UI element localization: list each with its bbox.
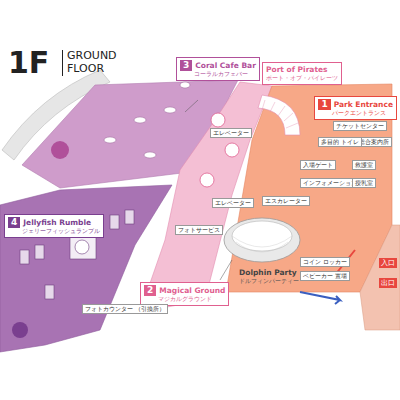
area-name: Magical Ground: [159, 286, 225, 296]
facility-label: エレベーター: [212, 198, 254, 208]
area-name: Coral Cafe Bar: [195, 61, 256, 71]
zone-icon: [200, 173, 214, 187]
area-name-ja: ジェリーフィッシュランブル: [8, 228, 100, 235]
jellyfish-zone: [0, 185, 172, 352]
label-row: 2Magical Ground: [144, 285, 225, 296]
facility-label: エレベーター: [210, 128, 252, 138]
dolphin-stage: [224, 218, 300, 262]
zone-icon: [12, 322, 28, 338]
area-label: Dolphin Partyドルフィンパーティー: [236, 266, 302, 287]
facility-label: ベビーカー 置場: [300, 271, 350, 281]
floor-name: GROUND: [62, 50, 117, 63]
area-label: 4Jellyfish Rumbleジェリーフィッシュランブル: [4, 214, 104, 238]
facility-label: フォトサービス: [175, 225, 223, 235]
label-row: Port of Pirates: [266, 65, 338, 75]
facility-label: エスカレーター: [262, 196, 310, 206]
area-name: Port of Pirates: [266, 65, 328, 75]
facility-label: コイン ロッカー: [300, 257, 350, 267]
facility-label: チケットセンター: [333, 121, 387, 131]
area-label: 1 Park Entranceパークエントランス: [314, 96, 397, 120]
label-row: Dolphin Party: [239, 268, 299, 278]
callout-number: 3: [180, 60, 192, 71]
facility-label: 入場ゲート: [300, 160, 336, 170]
pirates-stairs: [258, 95, 300, 135]
zone-icon: [51, 141, 69, 159]
floor-name: FLOOR: [62, 63, 104, 76]
floor-number: 1F: [8, 46, 49, 81]
area-label: 3Coral Cafe Barコーラルカフェバー: [176, 57, 260, 81]
facility-label: 救護室: [352, 160, 376, 170]
jellyfish-tanks: [20, 210, 134, 299]
area-name: Park Entrance: [334, 100, 393, 110]
area-name-ja: マジカルグラウンド: [144, 296, 225, 303]
callout-number: 4: [8, 217, 20, 228]
callout-number: 1: [318, 99, 330, 110]
label-row: 4Jellyfish Rumble: [8, 217, 100, 228]
callout-number: 2: [144, 285, 156, 296]
label-row: 1 Park Entrance: [318, 99, 393, 110]
area-name-ja: ポート・オブ・パイレーツ: [266, 75, 338, 82]
facility-label: 多目的 トイレ: [318, 137, 362, 147]
facility-label: 授乳室: [352, 178, 376, 188]
area-name-ja: コーラルカフェバー: [180, 71, 256, 78]
entrance-building: [360, 225, 400, 330]
facility-label: フォトカウンター （引換所）: [82, 304, 168, 314]
label-row: 3Coral Cafe Bar: [180, 60, 256, 71]
facility-label: インフォメーション: [300, 178, 360, 188]
area-name: Jellyfish Rumble: [23, 218, 91, 228]
area-label: 2Magical Groundマジカルグラウンド: [140, 282, 229, 306]
exit-arrow: [300, 292, 340, 304]
area-name-ja: パークエントランス: [318, 110, 393, 117]
exit-sign: 出口: [379, 278, 397, 288]
area-name-ja: ドルフィンパーティー: [239, 278, 299, 285]
area-label: Port of Piratesポート・オブ・パイレーツ: [262, 62, 342, 85]
cafe-tables: [104, 82, 190, 158]
area-name: Dolphin Party: [239, 268, 297, 278]
entrance-sign: 入口: [379, 258, 397, 268]
